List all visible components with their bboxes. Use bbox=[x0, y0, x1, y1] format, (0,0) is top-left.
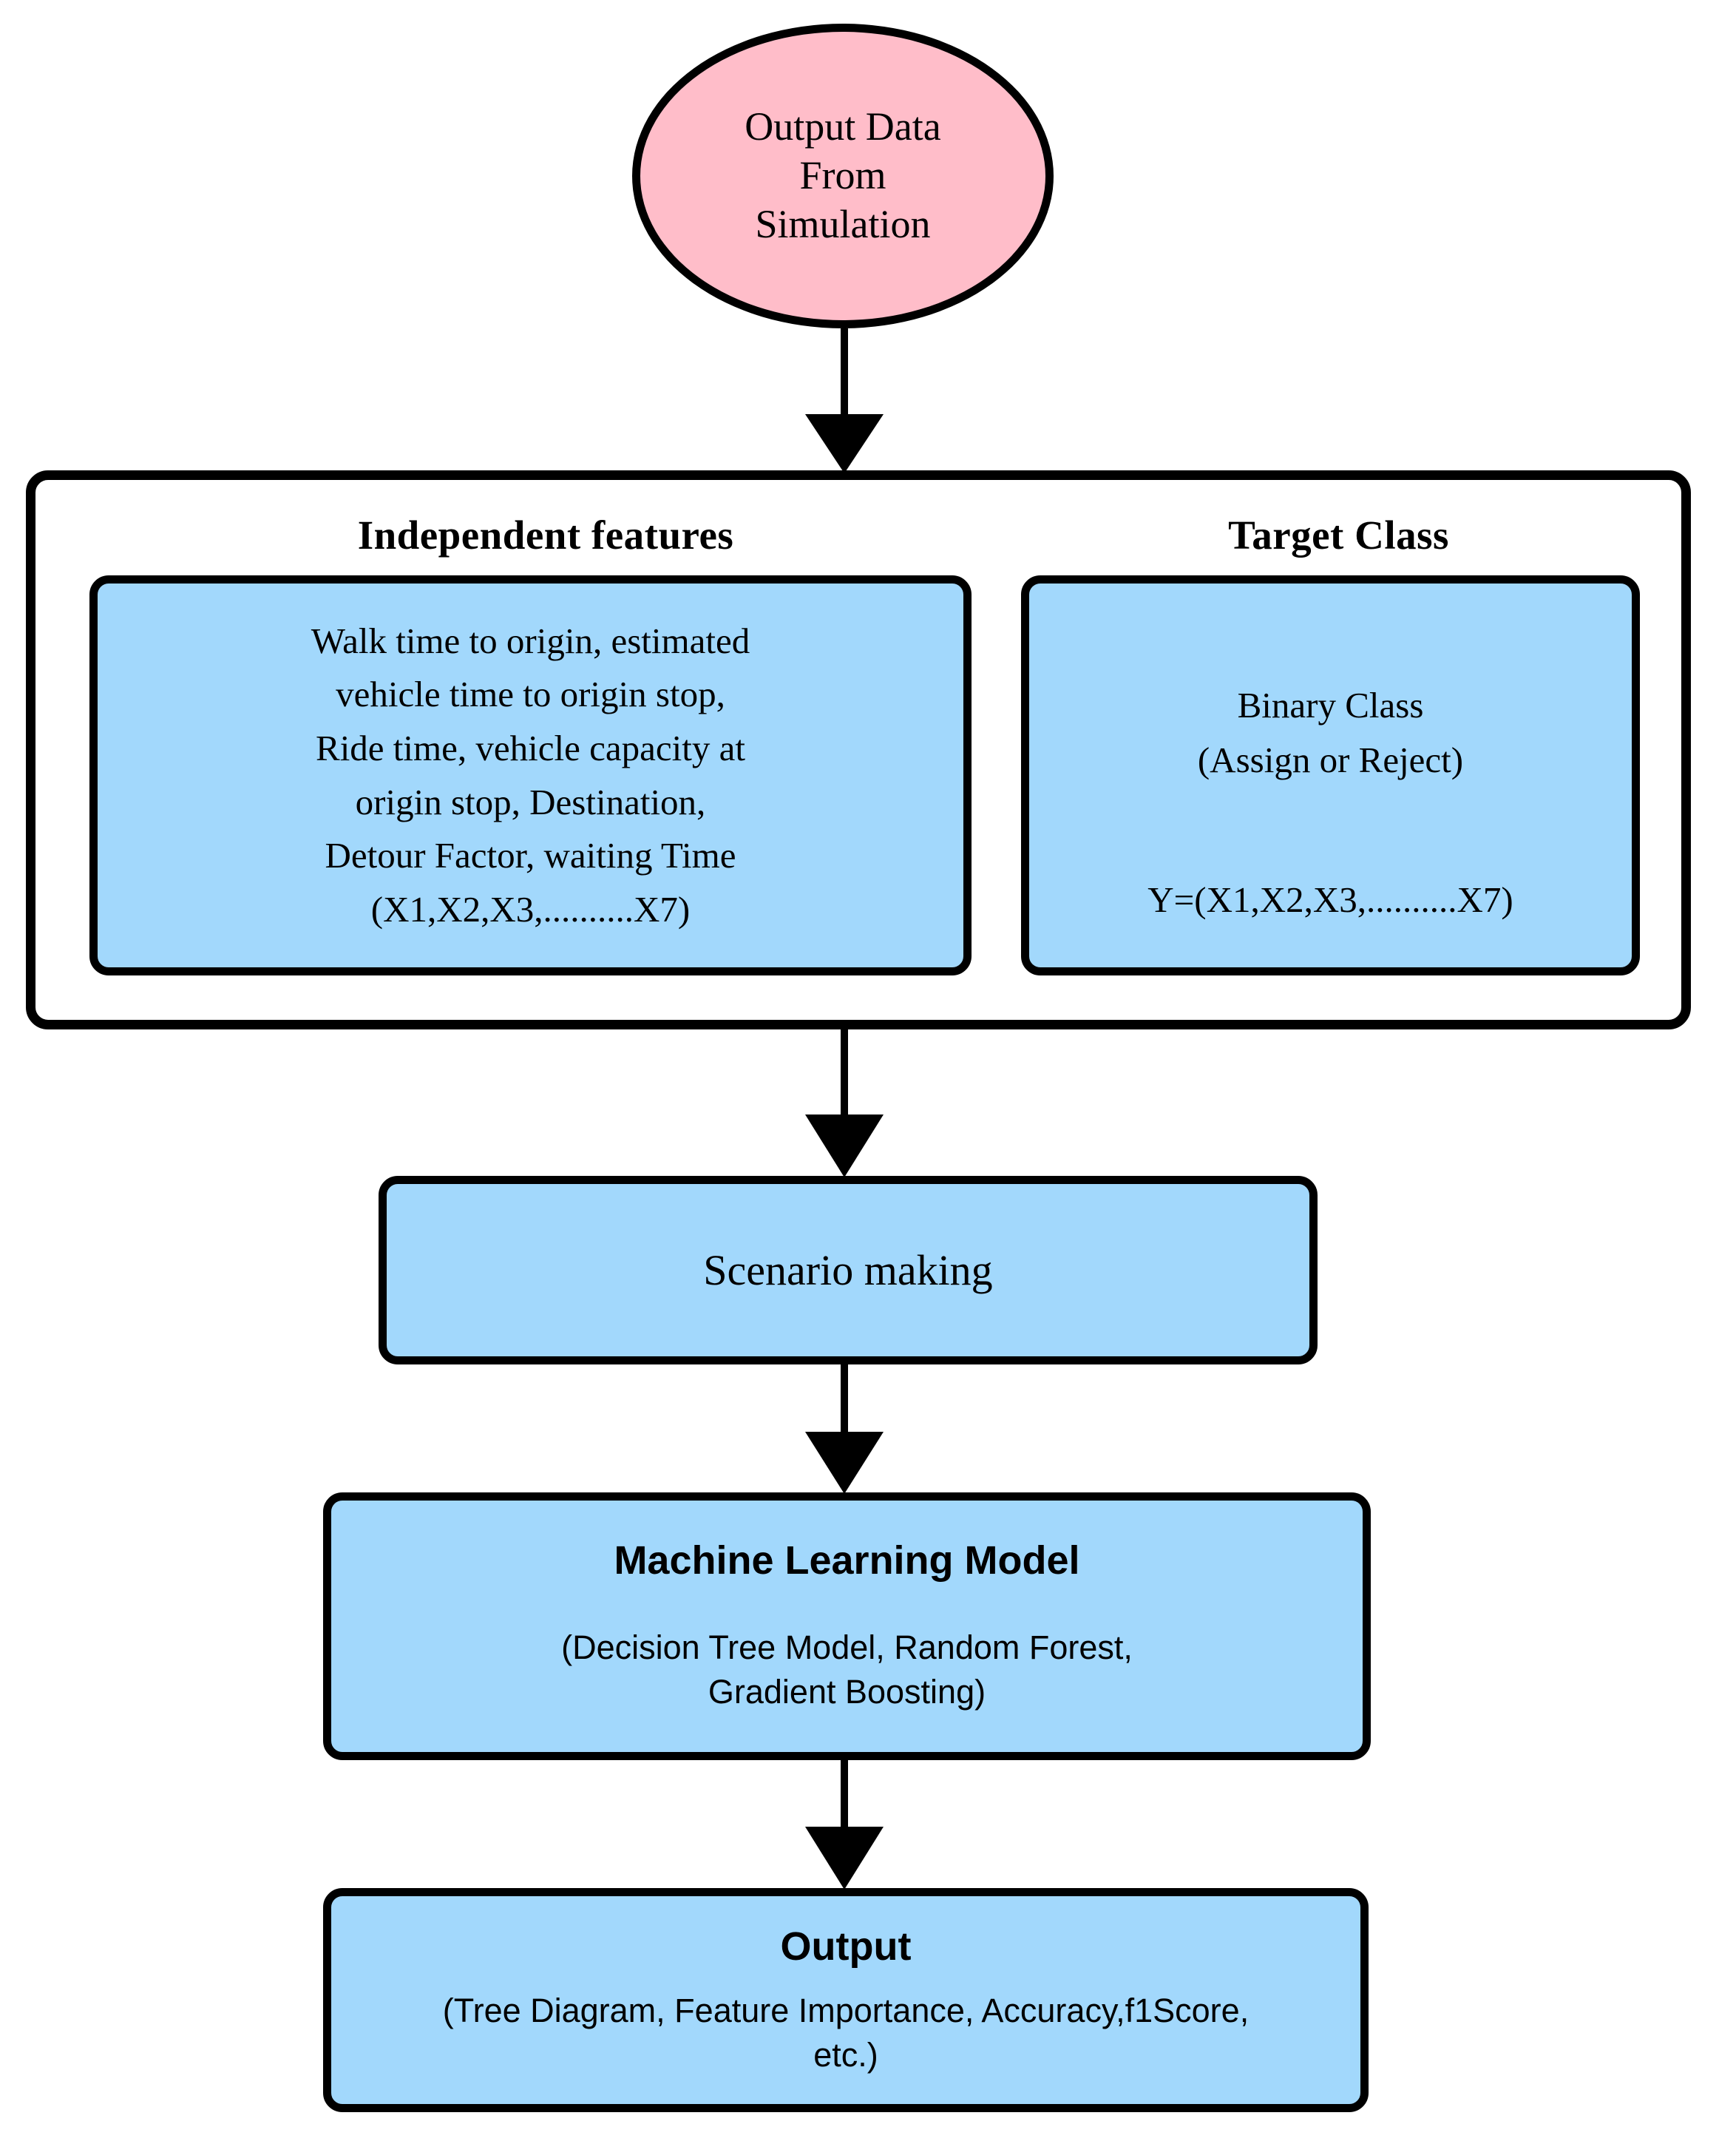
features-target-container: Independent features Target Class Walk t… bbox=[26, 470, 1691, 1029]
node-machine-learning-model[interactable]: Machine Learning Model (Decision Tree Mo… bbox=[323, 1492, 1371, 1760]
node-independent-features[interactable]: Walk time to origin, estimated vehicle t… bbox=[89, 575, 972, 975]
independent-features-heading: Independent features bbox=[357, 513, 734, 558]
node-scenario-making[interactable]: Scenario making bbox=[379, 1176, 1318, 1364]
arrow-features-to-scenario bbox=[805, 1029, 884, 1177]
arrow-ml-to-output bbox=[805, 1760, 884, 1890]
output-text: Output (Tree Diagram, Feature Importance… bbox=[443, 1910, 1249, 2090]
machine-learning-model-title: Machine Learning Model bbox=[614, 1538, 1080, 1583]
node-output-data-from-simulation[interactable]: Output Data From Simulation bbox=[632, 24, 1054, 328]
output-subtitle: (Tree Diagram, Feature Importance, Accur… bbox=[442, 1992, 1250, 2074]
target-class-body-top: Binary Class (Assign or Reject) bbox=[1197, 685, 1464, 780]
independent-features-body: Walk time to origin, estimated vehicle t… bbox=[311, 620, 750, 930]
machine-learning-model-text: Machine Learning Model (Decision Tree Mo… bbox=[561, 1526, 1133, 1727]
scenario-making-label: Scenario making bbox=[703, 1245, 993, 1294]
arrow-start-to-features bbox=[805, 328, 884, 473]
start-node-label: Output Data From Simulation bbox=[745, 104, 941, 246]
target-class-heading: Target Class bbox=[1228, 513, 1449, 558]
target-class-spacer bbox=[1147, 787, 1513, 818]
target-class-body: Binary Class (Assign or Reject) Y=(X1,X2… bbox=[1147, 624, 1513, 927]
node-target-class[interactable]: Binary Class (Assign or Reject) Y=(X1,X2… bbox=[1021, 575, 1640, 975]
machine-learning-model-subtitle: (Decision Tree Model, Random Forest, Gra… bbox=[561, 1628, 1133, 1711]
target-class-body-bottom: Y=(X1,X2,X3,..........X7) bbox=[1147, 879, 1513, 920]
output-title: Output bbox=[780, 1924, 912, 1969]
node-output[interactable]: Output (Tree Diagram, Feature Importance… bbox=[323, 1888, 1369, 2112]
arrow-scenario-to-ml bbox=[805, 1364, 884, 1494]
